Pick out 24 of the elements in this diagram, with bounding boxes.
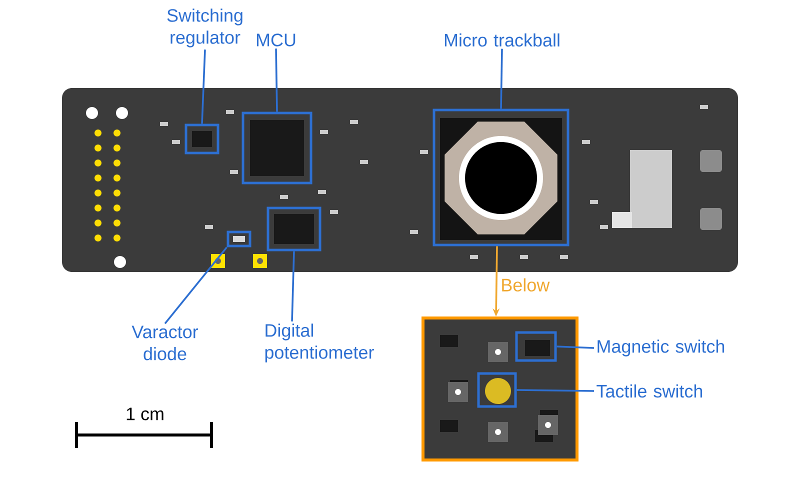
edge-label: Below [502, 278, 550, 292]
highlight-box [184, 124, 220, 154]
leader-line [201, 50, 206, 124]
callout-label: Varactor diode [132, 326, 198, 360]
callout-label: Switching regulator [167, 8, 242, 48]
highlight-box [432, 108, 570, 246]
highlight-box [226, 230, 252, 248]
callout-label: Magnetic switch [598, 340, 724, 356]
inset-drawing [422, 316, 578, 462]
highlight-box [266, 206, 322, 252]
callout-label: MCU [256, 34, 296, 46]
leader-line [556, 346, 594, 349]
leader-line [164, 246, 228, 324]
highlight-box [477, 372, 517, 408]
callout-label: Tactile switch [596, 384, 702, 398]
leader-line [275, 48, 278, 112]
highlight-box [515, 331, 557, 362]
leader-line [500, 48, 503, 109]
callout-label: Digital potentiometer [265, 324, 374, 362]
highlight-box [242, 112, 312, 184]
leader-line [291, 251, 295, 322]
scale-label: 1 cm [126, 408, 164, 420]
callout-label: Micro trackball [444, 33, 560, 47]
leader-line [516, 389, 594, 392]
